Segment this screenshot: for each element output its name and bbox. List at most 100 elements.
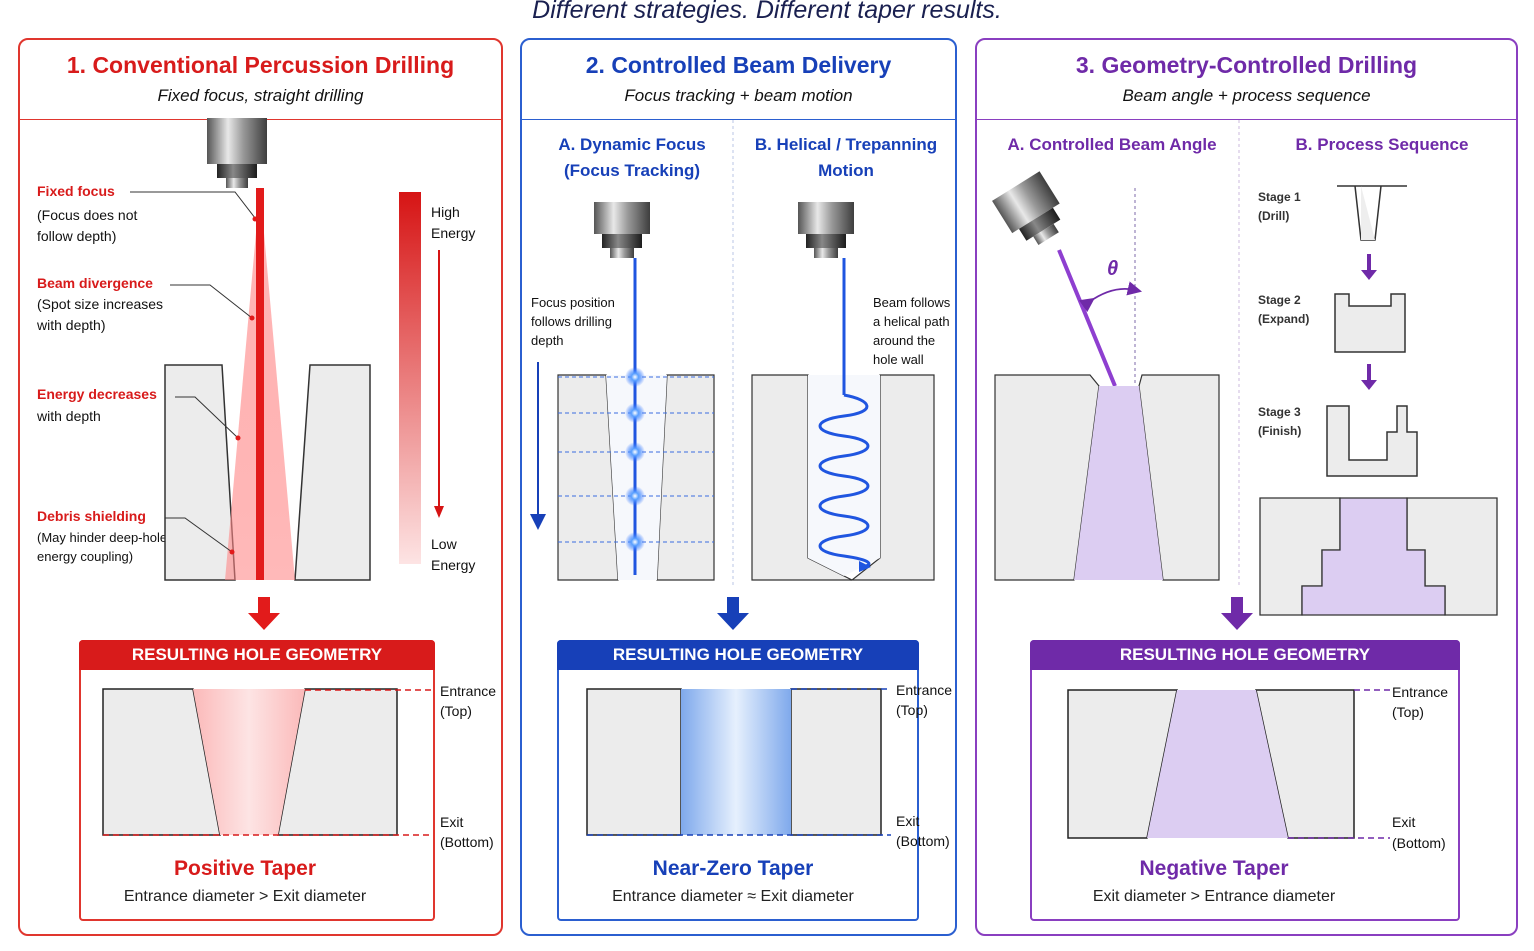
- entrance-label: Entrance: [896, 682, 953, 698]
- laser-head-icon: [594, 202, 650, 234]
- stage-arrow-head: [1361, 270, 1377, 280]
- drilling-illustration: [130, 118, 444, 630]
- label-beam-divergence: Beam divergence: [37, 275, 153, 291]
- down-arrow-icon: [248, 597, 280, 630]
- panel-subtitle: Beam angle + process sequence: [1122, 86, 1371, 105]
- leader-dot: [235, 435, 241, 441]
- stage2-label: Stage 2: [1258, 293, 1301, 307]
- focus-text-2: follows drilling: [531, 314, 612, 329]
- stage2-desc: (Expand): [1258, 312, 1310, 326]
- result-desc: Exit diameter > Entrance diameter: [1092, 888, 1336, 905]
- stage1-label: Stage 1: [1258, 190, 1301, 204]
- laser-head-icon: [207, 118, 267, 164]
- panel-conventional-drilling: 1. Conventional Percussion Drilling Fixe…: [18, 38, 503, 936]
- hole-cavity: [193, 689, 305, 835]
- laser-head-lower: [217, 164, 257, 178]
- stage1-fill: [1361, 186, 1375, 240]
- entrance-label-top: (Top): [1392, 704, 1424, 720]
- subheading-motion: Motion: [818, 161, 874, 180]
- leader-dot: [252, 216, 258, 222]
- focus-text: Focus position: [531, 295, 615, 310]
- label-debris-desc-2: energy coupling): [37, 549, 134, 564]
- label-fixed-focus-desc-2: follow depth): [37, 228, 117, 244]
- energy-arrow-head: [434, 506, 444, 518]
- exit-label: Exit: [440, 814, 464, 830]
- label-debris-desc: (May hinder deep-hole: [37, 530, 168, 545]
- energy-gradient-bar: [399, 192, 421, 564]
- label-low-energy: Low: [431, 536, 457, 552]
- result-bar: RESULTING HOLE GEOMETRY: [557, 640, 919, 670]
- laser-nozzle: [1033, 223, 1059, 246]
- panel-controlled-beam: 2. Controlled Beam Delivery Focus tracki…: [520, 38, 957, 936]
- helical-path: [818, 393, 871, 569]
- subheading-beam-angle: A. Controlled Beam Angle: [1007, 135, 1217, 154]
- laser-head-lower: [1018, 207, 1061, 241]
- helix-arrow-head: [859, 561, 871, 572]
- divider: [522, 119, 955, 120]
- label-debris-shielding: Debris shielding: [37, 508, 146, 524]
- stage3-desc: (Finish): [1258, 424, 1302, 438]
- angled-laser-head: [992, 171, 1061, 246]
- entrance-label: Entrance: [440, 683, 497, 699]
- laser-beam: [256, 188, 264, 580]
- hole-wall-left: [586, 688, 682, 836]
- material-right: [1138, 374, 1220, 581]
- exit-label-bottom: (Bottom): [896, 833, 950, 849]
- helix-text-2: a helical path: [873, 314, 950, 329]
- result-name: Negative Taper: [1139, 857, 1289, 880]
- result-bar: RESULTING HOLE GEOMETRY: [1030, 640, 1460, 670]
- down-arrow-icon: [1221, 597, 1253, 630]
- focus-point: [625, 486, 645, 506]
- angled-beam: [1057, 249, 1117, 387]
- hole-cavity: [681, 689, 791, 835]
- label-energy-decreases: Energy decreases: [37, 386, 157, 402]
- label-divergence-desc: (Spot size increases: [37, 296, 164, 312]
- label-fixed-focus: Fixed focus: [37, 183, 115, 199]
- panel-title: 3. Geometry-Controlled Drilling: [1075, 52, 1418, 78]
- focus-point: [625, 532, 645, 552]
- beam-delivery-illustration: [530, 120, 935, 630]
- divider: [977, 119, 1516, 120]
- panel-title: 1. Conventional Percussion Drilling: [66, 52, 455, 78]
- entrance-label: Entrance: [1392, 684, 1449, 700]
- label-fixed-focus-desc: (Focus does not: [37, 207, 138, 223]
- stage3-icon: [1326, 405, 1418, 477]
- focus-point: [625, 403, 645, 423]
- stage-arrow-head: [1361, 380, 1377, 390]
- panel-geometry-controlled: 3. Geometry-Controlled Drilling Beam ang…: [975, 38, 1518, 936]
- label-high-energy: High: [431, 204, 460, 220]
- hole-wall-right: [790, 688, 882, 836]
- leader-dot: [229, 549, 235, 555]
- exit-label: Exit: [1392, 814, 1416, 830]
- subheading-focus-tracking: (Focus Tracking): [563, 161, 701, 180]
- result-bar: RESULTING HOLE GEOMETRY: [79, 640, 435, 670]
- focus-point: [625, 442, 645, 462]
- entrance-label-top: (Top): [440, 703, 472, 719]
- hole-cavity: [1074, 386, 1163, 580]
- panel-subtitle: Focus tracking + beam motion: [624, 86, 853, 105]
- theta-label: θ: [1107, 258, 1119, 280]
- label-energy-desc: with depth: [37, 408, 101, 424]
- focus-point: [625, 367, 645, 387]
- label-high-energy-2: Energy: [431, 225, 476, 241]
- leader-line: [130, 191, 256, 219]
- laser-head-icon: [798, 202, 854, 234]
- stage1-desc: (Drill): [1258, 209, 1290, 223]
- leader-line: [170, 284, 253, 319]
- down-arrow-icon: [717, 597, 749, 630]
- subheading-process-sequence: B. Process Sequence: [1295, 135, 1469, 154]
- result-box-near-zero: RESULTING HOLE GEOMETRY Entrance (Top) E…: [557, 640, 952, 921]
- material-right: [656, 374, 715, 581]
- stepped-hole-cavity: [1301, 497, 1446, 616]
- laser-nozzle: [610, 248, 634, 258]
- panel-title: 2. Controlled Beam Delivery: [585, 52, 892, 78]
- leader-dot: [249, 315, 255, 321]
- laser-head-lower: [806, 234, 846, 248]
- result-name: Near-Zero Taper: [652, 857, 814, 880]
- entrance-label-top: (Top): [896, 702, 928, 718]
- helix-text: Beam follows: [873, 295, 951, 310]
- exit-label-bottom: (Bottom): [440, 834, 494, 850]
- hole-cavity: [1147, 690, 1288, 838]
- result-desc: Entrance diameter > Exit diameter: [123, 888, 367, 905]
- laser-head-lower: [602, 234, 642, 248]
